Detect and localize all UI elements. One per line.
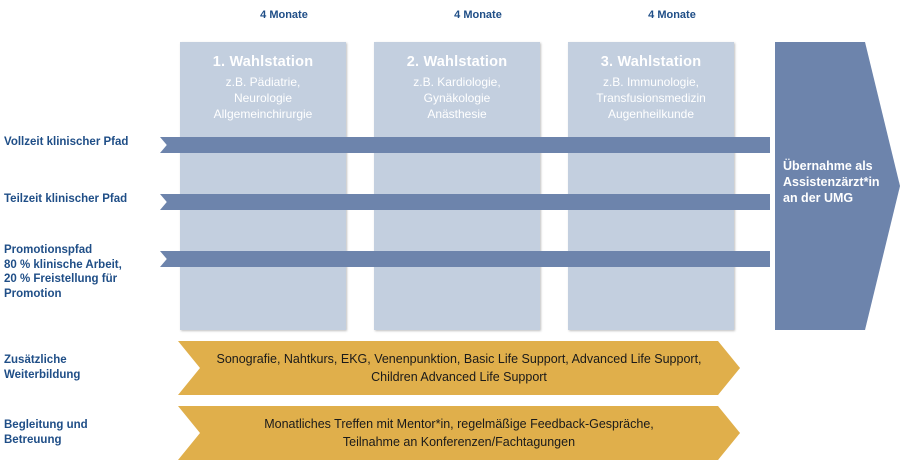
path-label-line: 20 % Freistellung für bbox=[4, 273, 118, 285]
station-subject-1-3: Allgemeinchirurgie bbox=[213, 107, 313, 121]
support-banner-text-1: Sonografie, Nahtkurs, EKG, Venenpunktion… bbox=[182, 350, 735, 386]
month-label-1: 4 Monate bbox=[260, 9, 308, 21]
support-banner-line: Teilnahme an Konferenzen/Fachtagungen bbox=[342, 435, 576, 449]
path-label-line: Vollzeit klinischer Pfad bbox=[4, 136, 129, 148]
support-banner-label-line: Zusätzliche bbox=[4, 354, 67, 366]
path-label-line: 80 % klinische Arbeit, bbox=[4, 258, 122, 271]
station-subject-1-2: Neurologie bbox=[233, 91, 293, 105]
support-banner-label-line: Betreuung bbox=[4, 433, 62, 446]
station-title-1: 1. Wahlstation bbox=[212, 54, 314, 70]
month-label-3: 4 Monate bbox=[648, 9, 696, 21]
final-outcome-line: Übernahme als bbox=[783, 159, 873, 173]
path-label-line: Teilzeit klinischer Pfad bbox=[4, 193, 128, 205]
station-subject-3-1: z.B. Immunologie, bbox=[602, 75, 700, 89]
station-subject-2-1: z.B. Kardiologie, bbox=[413, 75, 501, 89]
support-banner-line: Monatliches Treffen mit Mentor*in, regel… bbox=[264, 417, 654, 431]
path-label-1: Vollzeit klinischer Pfad bbox=[4, 135, 164, 150]
path-label-2: Teilzeit klinischer Pfad bbox=[4, 192, 164, 207]
support-banner-label-line: Weiterbildung bbox=[4, 368, 81, 381]
support-banner-label-line: Begleitung und bbox=[4, 419, 88, 431]
station-subject-3-2: Transfusionsmedizin bbox=[596, 91, 706, 105]
station-subject-3-3: Augenheilkunde bbox=[607, 107, 695, 121]
station-content-3: 3. Wahlstation z.B. Immunologie, Transfusi… bbox=[568, 42, 734, 122]
station-title-2: 2. Wahlstation bbox=[406, 54, 508, 70]
station-subject-2-2: Gynäkologie bbox=[423, 91, 491, 105]
station-box-3: 3. Wahlstation z.B. Immunologie, Transfusi… bbox=[568, 42, 734, 330]
station-subject-2-3: Anästhesie bbox=[427, 107, 487, 121]
path-label-line: Promotionspfad bbox=[4, 244, 93, 256]
path-band-3 bbox=[170, 251, 770, 267]
support-banner-line: Children Advanced Life Support bbox=[371, 370, 547, 384]
path-band-1 bbox=[170, 137, 770, 153]
support-banner-text-2: Monatliches Treffen mit Mentor*in, regel… bbox=[230, 415, 688, 451]
support-banner-1: Sonografie, Nahtkurs, EKG, Venenpunktion… bbox=[178, 341, 740, 395]
path-label-line: Promotion bbox=[4, 287, 62, 300]
month-label-2: 4 Monate bbox=[454, 9, 502, 21]
station-content-2: 2. Wahlstation z.B. Kardiologie, Gynäkolog… bbox=[374, 42, 540, 122]
station-box-2: 2. Wahlstation z.B. Kardiologie, Gynäkolog… bbox=[374, 42, 540, 330]
support-banner-2: Monatliches Treffen mit Mentor*in, regel… bbox=[178, 406, 740, 460]
support-banner-line: Sonografie, Nahtkurs, EKG, Venenpunktion… bbox=[216, 352, 702, 366]
station-title-3: 3. Wahlstation bbox=[600, 54, 702, 70]
path-band-2 bbox=[170, 194, 770, 210]
path-label-3: Promotionspfad 80 % klinische Arbeit, 20 %… bbox=[4, 243, 164, 301]
final-outcome-line: an der UMG bbox=[783, 191, 854, 205]
station-subject-1-1: z.B. Pädiatrie, bbox=[225, 75, 301, 89]
final-outcome-line: Assistenzärzt*in bbox=[783, 175, 880, 189]
